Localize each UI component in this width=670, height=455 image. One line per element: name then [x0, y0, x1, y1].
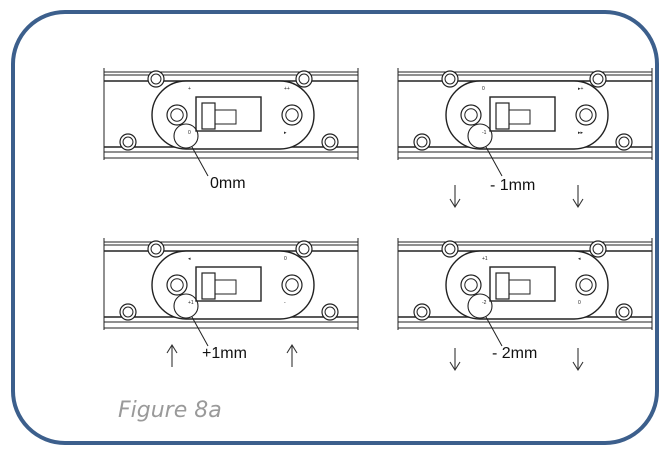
rail-screw [295, 70, 313, 88]
scale-marker: ▸▸ [578, 130, 584, 136]
rail-screw [321, 133, 339, 151]
scale-marker: +1 [482, 256, 488, 262]
label-minus-2mm: - 2mm [492, 345, 538, 362]
rail-screw [441, 70, 459, 88]
rail-screw [615, 303, 633, 321]
label-minus-1mm: - 1mm [490, 177, 536, 194]
scale-marker: 0 [482, 86, 485, 92]
highlight-circle [467, 293, 493, 319]
adjust-slot [489, 96, 556, 132]
rail-screw [147, 240, 165, 258]
scale-marker: - [284, 300, 286, 306]
rail [397, 68, 653, 160]
plate-screw [460, 274, 482, 296]
adjust-slot [195, 96, 262, 132]
scale-marker: + [188, 86, 191, 92]
label-0mm: 0mm [210, 175, 246, 192]
rail-screw [615, 133, 633, 151]
plate-screw [166, 274, 188, 296]
leader-line [485, 146, 503, 177]
rail-screw [413, 303, 431, 321]
rail-screw [119, 133, 137, 151]
rail-screw [321, 303, 339, 321]
panels-layer: +++▸00▸+▸▸-1◂0-+1+1◂0-2 [103, 68, 653, 372]
leader-line [485, 316, 503, 347]
scale-marker: ◂ [578, 256, 581, 262]
plate-screw [575, 274, 597, 296]
leader-line [191, 146, 209, 177]
scale-marker: ++ [284, 86, 290, 92]
rail-screw [413, 133, 431, 151]
figure-caption: Figure 8a [118, 398, 222, 423]
rounded-border [11, 10, 659, 445]
scale-marker: 0 [578, 300, 581, 306]
arrow-down-icon [572, 185, 584, 209]
plate-screw [460, 104, 482, 126]
rail-screw [119, 303, 137, 321]
arrow-down-icon [572, 348, 584, 372]
plate-screw [166, 104, 188, 126]
plate-screw [281, 104, 303, 126]
arrow-down-icon [449, 185, 461, 209]
highlight-circle [173, 123, 199, 149]
scale-marker: ▸ [284, 130, 287, 136]
rail-screw [589, 70, 607, 88]
panel-minus-1mm: 0 ▸+ ▸▸ -1 [397, 68, 653, 177]
panel-minus-2mm: +1 ◂ 0 -2 [397, 238, 653, 347]
scale-marker: -2 [482, 300, 487, 306]
highlight-circle [467, 123, 493, 149]
scale-marker: ▸+ [578, 86, 584, 92]
arrow-down-icon [449, 348, 461, 372]
label-plus-1mm: +1mm [202, 345, 247, 362]
leader-line [191, 316, 209, 347]
scale-marker: 0 [188, 130, 191, 136]
highlight-circle [173, 293, 199, 319]
panel-plus-1mm: ◂ 0 - +1 [103, 238, 359, 347]
scale-marker: -1 [482, 130, 487, 136]
scale-marker: 0 [284, 256, 287, 262]
scale-marker: ◂ [188, 256, 191, 262]
arrow-up-icon [166, 343, 178, 367]
arrow-up-icon [286, 343, 298, 367]
plate-screw [281, 274, 303, 296]
plate-screw [575, 104, 597, 126]
scale-marker: +1 [188, 300, 194, 306]
rail-screw [441, 240, 459, 258]
panel-0mm: +++▸0 [103, 68, 359, 177]
rail-screw [295, 240, 313, 258]
adjust-slot [195, 266, 262, 302]
rail-screw [589, 240, 607, 258]
rail-screw [147, 70, 165, 88]
adjust-slot [489, 266, 556, 302]
